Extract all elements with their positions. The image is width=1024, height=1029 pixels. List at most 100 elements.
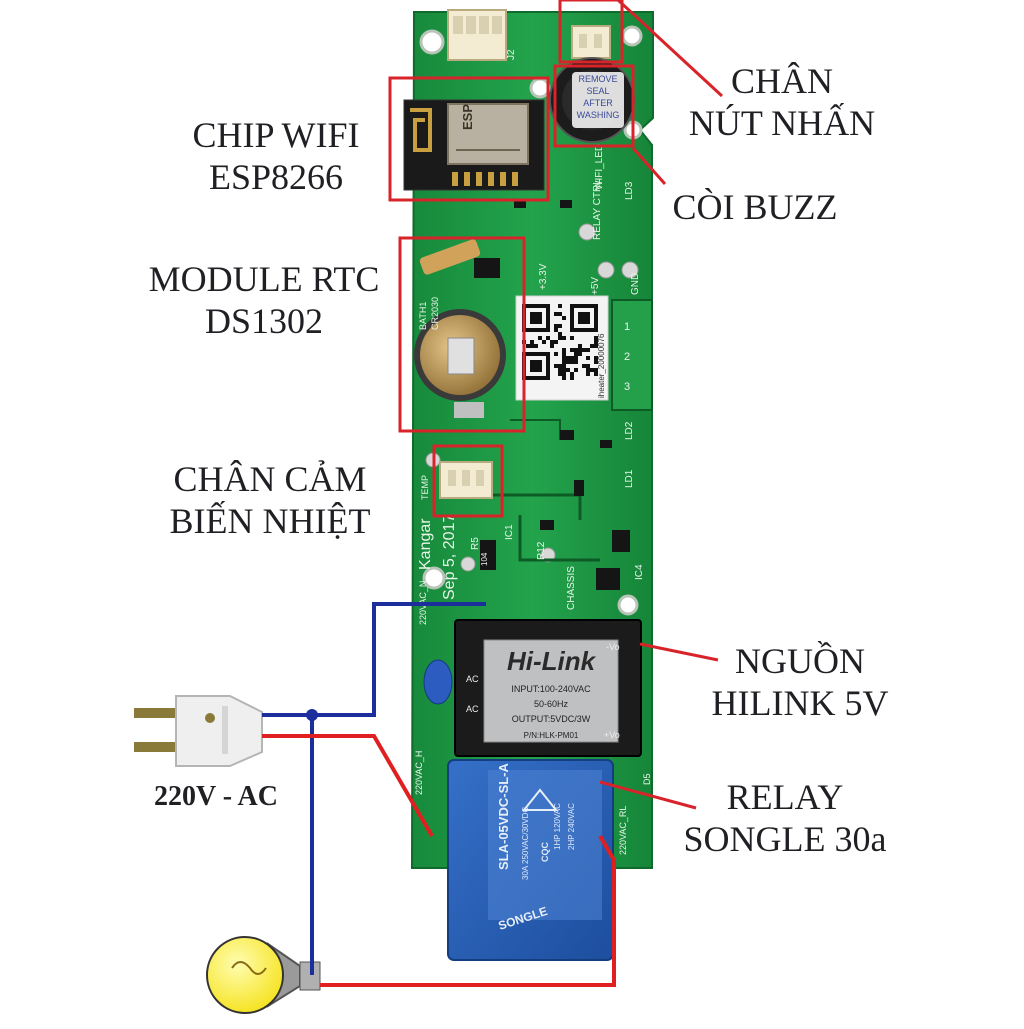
- batt-label: CR2030: [430, 297, 440, 330]
- test-pad: [597, 261, 615, 279]
- mounting-hole: [422, 566, 446, 590]
- plug-icon: [134, 695, 263, 767]
- buzzer-sticker: [572, 72, 624, 128]
- label-power-supply: NGUỒN HILINK 5V: [690, 640, 910, 724]
- relay-cqc: CQC: [540, 842, 550, 863]
- label-mains: 220V - AC: [126, 776, 306, 818]
- live-wire: [262, 734, 434, 838]
- silk-3v3: +3.3V: [538, 263, 549, 290]
- label-rtc-module: MODULE RTC DS1302: [134, 258, 394, 342]
- test-pad: [578, 223, 596, 241]
- rtc-battery-holder: BATH1 CR2030: [414, 239, 506, 418]
- svg-text:3: 3: [624, 381, 630, 393]
- varistor: [423, 659, 453, 705]
- label-buzzer: CÒI BUZZ: [660, 186, 850, 228]
- silk-ld2: LD2: [624, 421, 635, 440]
- test-pad: [460, 556, 476, 572]
- temp-sensor-box: [432, 444, 504, 518]
- silk-chassis: CHASSIS: [566, 566, 577, 610]
- j2-connector: J2: [447, 9, 517, 61]
- hilink-label: [483, 639, 619, 743]
- esp-marking: ESP: [460, 104, 475, 130]
- qr-code: [522, 304, 598, 380]
- label-wifi-chip-line2: ESP8266: [208, 157, 344, 197]
- neutral-wire-to-board: [312, 602, 486, 717]
- antenna-trace: [410, 108, 432, 152]
- power-supply-leader: [639, 642, 719, 662]
- silk-temp: TEMP: [420, 475, 430, 500]
- label-temp-sensor-line1: CHÂN CẢM: [173, 459, 367, 499]
- relay-rating3: 2HP 240VAC: [567, 803, 576, 850]
- hilink-brand: Hi-Link: [507, 646, 597, 676]
- silk-ac-h: 220VAC_H: [414, 751, 424, 795]
- test-pad: [621, 261, 639, 279]
- wifi-chip-box: [388, 76, 550, 202]
- mounting-hole: [419, 29, 445, 55]
- board-author: Kangar: [417, 518, 434, 570]
- svg-text:2: 2: [624, 351, 630, 363]
- label-temp-sensor-pins: CHÂN CẢM BIẾN NHIỆT: [150, 458, 390, 542]
- hilink-pn: P/N:HLK-PM01: [524, 731, 579, 740]
- button-connector: [571, 25, 611, 59]
- hilink-vo-top: -Vo: [606, 642, 620, 652]
- qr-caption: iheater_20000076: [597, 333, 606, 398]
- buzzer-sticker-line: REMOVE: [578, 74, 617, 84]
- neutral-wire: [262, 713, 314, 975]
- label-power-supply-line2: HILINK 5V: [711, 683, 889, 723]
- batt-label: BATH1: [418, 302, 428, 330]
- buzzer-sticker-line: SEAL: [586, 86, 609, 96]
- load-wire: [320, 834, 616, 987]
- label-relay-line2: SONGLE 30a: [683, 819, 887, 859]
- temp-sensor-connector: [439, 461, 493, 499]
- wiring: [262, 602, 616, 987]
- esp8266-module: ESP: [403, 99, 545, 191]
- label-button-pins-line1: CHÂN: [730, 61, 833, 101]
- silk-ic1: IC1: [504, 524, 515, 540]
- silk-wifi-led: WIFI_LED: [594, 144, 605, 190]
- button-pins-box: [558, 0, 624, 64]
- label-wifi-chip-line1: CHIP WIFI: [192, 115, 360, 155]
- smd-components: 104: [474, 200, 630, 590]
- buzzer: REMOVE SEAL AFTER WASHING: [549, 57, 635, 143]
- label-relay: RELAY SONGLE 30a: [660, 776, 910, 860]
- silk-ld3: LD3: [624, 181, 635, 200]
- hilink-vo-bottom: +Vo: [604, 730, 620, 740]
- hilink-ac-top: AC: [466, 674, 479, 684]
- hilink-output: OUTPUT:5VDC/3W: [512, 714, 591, 724]
- mounting-hole: [617, 594, 639, 616]
- wire-junction: [306, 709, 318, 721]
- board-date: Sep 5, 2017: [441, 514, 458, 600]
- silk-r5: R5: [470, 537, 481, 550]
- mounting-hole: [621, 25, 643, 47]
- silk-ld1: LD1: [624, 469, 635, 488]
- terminal-block: [611, 299, 653, 411]
- rtc-crystal: [419, 239, 481, 275]
- silk-relay-ctrl: RELAY CTRL: [592, 179, 603, 240]
- highlight-boxes: [388, 0, 635, 518]
- relay-leader: [599, 780, 697, 810]
- qr-code-sticker: iheater_20000076: [515, 295, 609, 401]
- mounting-hole: [529, 77, 551, 99]
- buzzer-sticker-line: WASHING: [577, 110, 620, 120]
- button-pins-leader: [616, 0, 724, 98]
- label-buzzer-text: CÒI BUZZ: [672, 187, 838, 227]
- buzzer-box: [553, 64, 635, 148]
- buzzer-sticker-line: AFTER: [583, 98, 613, 108]
- silk-gnd: GND: [630, 273, 641, 295]
- relay-model: SLA-05VDC-SL-A: [496, 762, 511, 870]
- leader-lines: [599, 0, 724, 810]
- relay-warning-icon: [521, 788, 559, 811]
- hilink-freq: 50-60Hz: [534, 699, 569, 709]
- label-temp-sensor-line2: BIẾN NHIỆT: [169, 501, 371, 541]
- relay-rating1: 30A 250VAC/30VDC: [521, 807, 530, 880]
- label-mains-text: 220V - AC: [154, 781, 278, 812]
- label-relay-line1: RELAY: [726, 777, 844, 817]
- silk-r12: R12: [536, 541, 547, 560]
- relay-songle: SLA-05VDC-SL-A 30A 250VAC/30VDC 1HP 120V…: [447, 759, 614, 961]
- esp-pins: [452, 172, 518, 186]
- esp-shield: [447, 103, 529, 165]
- buzzer-leader: [631, 147, 667, 185]
- silk-d5: D5: [642, 773, 652, 785]
